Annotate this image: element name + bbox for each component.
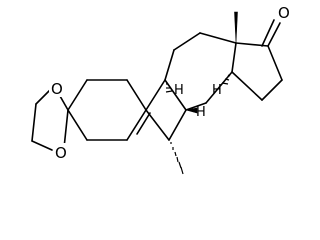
ketone-group [261,19,281,47]
double-bond-inner-line [136,112,151,135]
steroid-ketal-structure: O O O H H H [31,3,290,175]
ring-c [164,32,237,111]
ketal-oxygen-top-label: O [51,80,63,98]
h9-hash [165,83,173,93]
ring-a [67,79,147,141]
h14-hash [221,74,231,85]
h8-label: H [196,105,206,120]
ketal-oxygen-bottom-label: O [55,144,67,162]
h14-label: H [212,83,222,98]
ring-b [136,79,187,141]
h9-label: H [174,83,184,98]
ring-d [231,42,283,101]
h8-wedge [185,107,198,114]
c18-methyl-wedge [234,11,238,44]
ketone-oxygen-label: O [278,4,290,22]
c7-methyl-hash [170,142,184,175]
